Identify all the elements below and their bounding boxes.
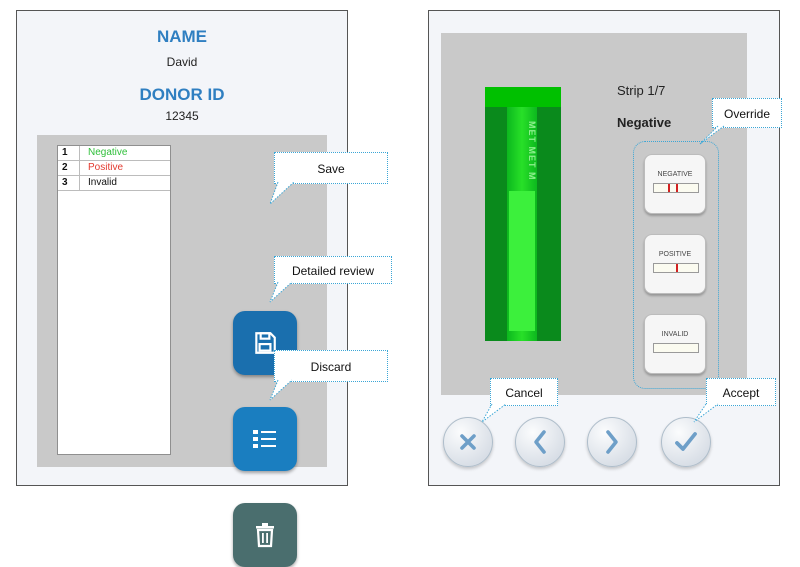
checklist-icon xyxy=(253,430,276,448)
control-line xyxy=(676,264,678,272)
result-number: 1 xyxy=(58,146,80,160)
name-value: David xyxy=(166,55,198,69)
donor-id-value: 12345 xyxy=(165,109,199,123)
override-callout-text: Override xyxy=(723,107,770,121)
accept-button[interactable] xyxy=(661,417,711,467)
strip-area: MET MET M Strip 1/7 Negative NEGATIVE PO… xyxy=(441,33,747,395)
strip-result: Negative xyxy=(617,115,672,130)
chevron-left-icon xyxy=(534,430,546,454)
name-label: NAME xyxy=(156,27,208,46)
result-row[interactable]: 2 Positive xyxy=(58,161,170,176)
override-negative-label: NEGATIVE xyxy=(657,171,693,178)
control-line xyxy=(668,184,670,192)
override-positive-label: POSITIVE xyxy=(658,251,692,258)
override-invalid-label: INVALID xyxy=(661,331,689,338)
review-callout-tail xyxy=(269,281,293,303)
invalid-strip-icon xyxy=(653,343,699,353)
save-callout-text: Save xyxy=(317,162,345,176)
chevron-right-icon xyxy=(606,430,618,454)
strip-top xyxy=(485,87,561,107)
discard-callout: Discard xyxy=(274,350,388,382)
override-negative-button[interactable]: NEGATIVE xyxy=(644,154,706,214)
accept-callout-tail xyxy=(693,403,719,423)
strip-counter: Strip 1/7 xyxy=(617,83,666,98)
x-icon xyxy=(460,434,476,450)
negative-strip-icon xyxy=(653,183,699,193)
result-number: 2 xyxy=(58,161,80,175)
checkmark-icon xyxy=(675,432,697,451)
detailed-review-button[interactable] xyxy=(233,407,297,471)
save-callout-tail xyxy=(269,181,295,205)
override-invalid-button[interactable]: INVALID xyxy=(644,314,706,374)
test-strip-image: MET MET M xyxy=(485,87,561,341)
next-strip-button[interactable] xyxy=(587,417,637,467)
cancel-button[interactable] xyxy=(443,417,493,467)
review-callout: Detailed review xyxy=(274,256,392,284)
result-row[interactable]: 1 Negative xyxy=(58,146,170,161)
result-text: Negative xyxy=(88,147,128,158)
floppy-disk-icon xyxy=(255,332,276,354)
strip-pad xyxy=(509,191,535,331)
override-group: NEGATIVE POSITIVE INVALID xyxy=(633,141,719,389)
discard-callout-text: Discard xyxy=(310,360,352,374)
discard-button[interactable] xyxy=(233,503,297,567)
override-positive-button[interactable]: POSITIVE xyxy=(644,234,706,294)
test-line xyxy=(676,184,678,192)
review-callout-text: Detailed review xyxy=(291,264,375,278)
strip-imprint: MET MET M xyxy=(527,121,537,181)
results-list: 1 Negative 2 Positive 3 Invalid xyxy=(57,145,171,455)
previous-strip-button[interactable] xyxy=(515,417,565,467)
result-row[interactable]: 3 Invalid xyxy=(58,176,170,191)
override-callout: Override xyxy=(712,98,782,128)
accept-callout-text: Accept xyxy=(722,386,760,400)
cancel-callout-text: Cancel xyxy=(505,386,543,400)
donor-id-label: DONOR ID xyxy=(139,85,225,104)
result-number: 3 xyxy=(58,176,80,190)
override-callout-tail xyxy=(699,125,725,145)
cancel-callout-tail xyxy=(481,403,507,423)
discard-callout-tail xyxy=(269,379,293,401)
cancel-callout: Cancel xyxy=(490,378,558,406)
strip-review-screen: MET MET M Strip 1/7 Negative NEGATIVE PO… xyxy=(428,10,780,486)
accept-callout: Accept xyxy=(706,378,776,406)
result-text: Positive xyxy=(88,162,124,173)
save-callout: Save xyxy=(274,152,388,184)
result-text: Invalid xyxy=(88,177,117,188)
trash-icon xyxy=(256,523,274,548)
positive-strip-icon xyxy=(653,263,699,273)
review-screen: NAME David DONOR ID 12345 1 Negative 2 Posi… xyxy=(16,10,348,567)
